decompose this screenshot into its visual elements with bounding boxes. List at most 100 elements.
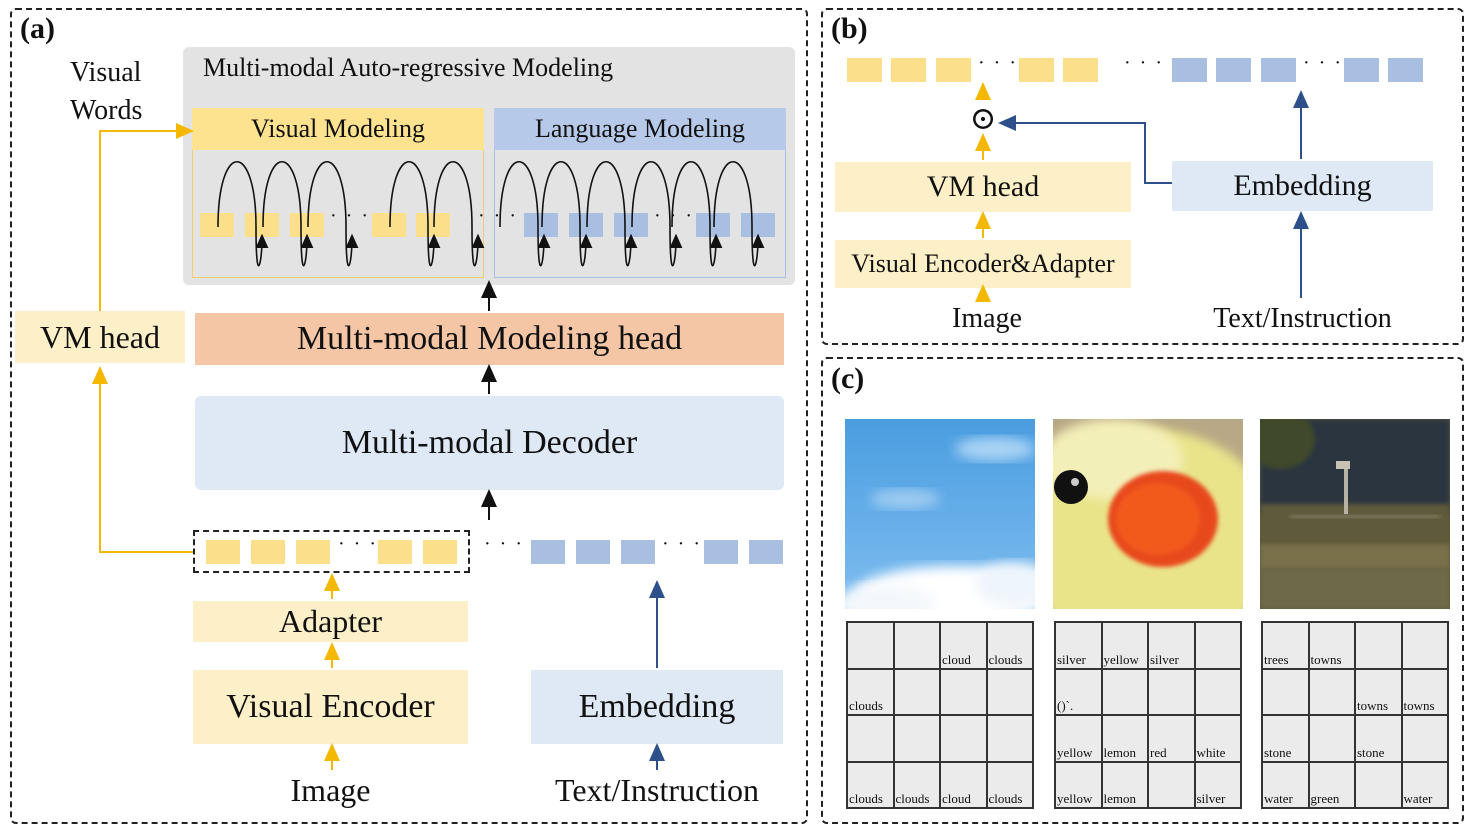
b-token-1 [847, 58, 882, 82]
grid-cell-word: towns [1403, 698, 1435, 713]
grid-cell-word: clouds [849, 698, 883, 713]
b-token-10 [1388, 58, 1423, 82]
input-vm-dots: · · · [338, 533, 378, 555]
grid-cell-word: clouds [988, 791, 1023, 806]
grid-cell: ()`. [1055, 668, 1102, 715]
b-token-7 [1216, 58, 1251, 82]
input-vm-token-4 [378, 540, 412, 564]
sky-image [845, 419, 1035, 609]
input-vm-token-1 [206, 540, 240, 564]
grid-cell [986, 715, 1033, 762]
b-token-9 [1344, 58, 1379, 82]
b-embedding-box: Embedding [1172, 161, 1433, 211]
vm-token-1 [200, 213, 234, 237]
between-dots: · · · [478, 205, 518, 227]
b-vm-head-box: VM head [835, 162, 1131, 212]
panel-b-tag: (b) [831, 12, 868, 45]
input-lm-token-4 [704, 540, 738, 564]
lm-token-4 [696, 213, 730, 237]
grid-cell: towns [1401, 668, 1448, 715]
vm-token-2 [245, 213, 279, 237]
grid-cell [1308, 715, 1355, 762]
grid-cell: red [1148, 715, 1195, 762]
grid-cell-word: white [1196, 744, 1226, 760]
grid-cell: cloud [940, 622, 987, 669]
field-picture [1260, 419, 1450, 609]
grid-cell [1148, 761, 1195, 808]
adapter-box: Adapter [193, 601, 468, 642]
grid-cell: yellow [1055, 715, 1102, 762]
input-lm-token-5 [749, 540, 783, 564]
grid-cell [1401, 715, 1448, 762]
grid-cell: silver [1055, 622, 1102, 669]
grid-cell [1308, 668, 1355, 715]
grid-cell: yellow [1055, 761, 1102, 808]
grid-cell [847, 715, 894, 762]
lm-token-3 [614, 213, 648, 237]
grid-cell-word: clouds [895, 791, 930, 806]
panel-c [821, 357, 1464, 824]
grid-cell-word: stone [1357, 744, 1385, 760]
grid-cell [893, 668, 940, 715]
embedding-box-a: Embedding [531, 670, 783, 744]
grid-cell-word: silver [1150, 651, 1179, 667]
panel-c-tag: (c) [831, 362, 865, 395]
grid-cell-word: yellow [1057, 744, 1093, 760]
yellow-path-top [99, 123, 194, 311]
lm-token-5 [741, 213, 775, 237]
grid-cell-word: cloud [942, 791, 971, 806]
b-token-2 [891, 58, 926, 82]
b-dots-1: · · · [978, 52, 1018, 74]
b-token-5 [1063, 58, 1098, 82]
grid-cell-word: ()`. [1057, 698, 1074, 713]
modeling-head-box: Multi-modal Modeling head [195, 313, 784, 365]
grid-cell [893, 622, 940, 669]
grid-cell [986, 668, 1033, 715]
input-between-dots: · · · [484, 533, 524, 555]
grid-cell-word: water [1403, 791, 1433, 806]
grid-cell-word: cloud [942, 651, 971, 667]
grid-cell: clouds [986, 761, 1033, 808]
b-token-6 [1172, 58, 1207, 82]
b-dots-3: · · · [1303, 52, 1343, 74]
language-modeling-header: Language Modeling [494, 108, 786, 150]
grid-cell [940, 715, 987, 762]
visual-words-line-2: Words [70, 95, 143, 126]
grid-cell-word: towns [1357, 698, 1389, 713]
autoregressive-box [183, 47, 795, 285]
vm-token-4 [372, 213, 406, 237]
panel-a [10, 8, 808, 824]
grid-cell-word: water [1264, 791, 1293, 806]
image-label-a: Image [290, 771, 371, 808]
grid-cell [893, 715, 940, 762]
grid-cell [1355, 622, 1402, 669]
decoder-box: Multi-modal Decoder [195, 396, 784, 490]
grid-cell-word: yellow [1103, 651, 1139, 667]
text-instruction-label-a: Text/Instruction [555, 771, 759, 808]
grid-cell: yellow [1101, 622, 1148, 669]
vm-dots: · · · [330, 205, 370, 227]
grid-cell: trees [1262, 622, 1309, 669]
grid-cell: towns [1308, 622, 1355, 669]
grid-cell [1355, 761, 1402, 808]
b-token-3 [936, 58, 971, 82]
input-vm-token-2 [251, 540, 285, 564]
visual-words-line-1: Visual [70, 57, 142, 88]
visual-words-label: Visual Words [70, 54, 142, 130]
input-lm-token-1 [531, 540, 565, 564]
autoregressive-title: Multi-modal Auto-regressive Modeling [203, 53, 614, 82]
b-visual-encoder-adapter-box: Visual Encoder&Adapter [835, 240, 1131, 288]
grid-cell: water [1262, 761, 1309, 808]
grid-cell: clouds [847, 668, 894, 715]
grid-cell: water [1401, 761, 1448, 808]
grid-cell-word: green [1310, 791, 1340, 806]
b-dots-2: · · · [1124, 52, 1164, 74]
grid-cell: lemon [1101, 715, 1148, 762]
grid-cell-word: silver [1196, 791, 1226, 806]
grid-cell [1262, 668, 1309, 715]
grid-cell-word: lemon [1103, 791, 1137, 806]
grid-cell [1401, 622, 1448, 669]
